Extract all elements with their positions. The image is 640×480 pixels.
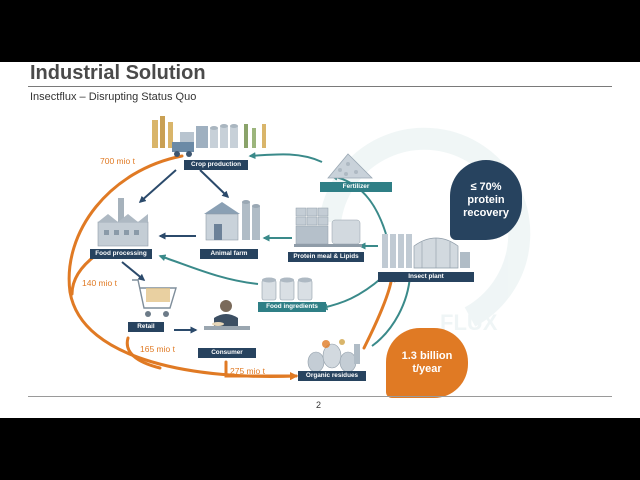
food-ingredients-illustration xyxy=(261,277,313,301)
fertilizer-illustration xyxy=(327,153,373,179)
protein-meal-illustration xyxy=(294,207,362,247)
animal-farm-illustration xyxy=(204,200,260,241)
insect-plant-illustration xyxy=(382,234,470,269)
billion-tonnes-callout: 1.3 billion t/year xyxy=(386,328,468,398)
loss-flow-165 xyxy=(125,336,162,370)
arrow-fertilizer-to-crop xyxy=(248,152,323,163)
label-organic-residues: Organic residues xyxy=(298,371,366,381)
tonnage-275: 275 mio t xyxy=(230,366,265,376)
slide-subtitle: Insectflux – Disrupting Status Quo xyxy=(30,91,197,103)
cycle-diagram: FLUX xyxy=(67,116,531,381)
food-processing-illustration xyxy=(97,198,149,247)
label-fertilizer: Fertilizer xyxy=(320,182,392,192)
slide-title: Industrial Solution xyxy=(30,62,206,84)
label-insect-plant: Insect plant xyxy=(378,272,474,282)
arrow-insect-to-food-ingredients xyxy=(320,273,387,311)
crop-production-illustration xyxy=(152,116,266,157)
consumer-illustration xyxy=(204,300,250,330)
footer-divider xyxy=(28,396,612,397)
loss-flow-700 xyxy=(67,154,298,381)
protein-recovery-callout: ≤ 70% protein recovery xyxy=(450,160,522,240)
billion-tonnes-text: 1.3 billion t/year xyxy=(401,350,453,375)
label-retail: Retail xyxy=(128,322,164,332)
title-divider xyxy=(28,86,612,87)
label-protein-meal: Protein meal & Lipids xyxy=(288,252,364,262)
organic-residues-illustration xyxy=(307,339,360,373)
arrow-food-ingredients-to-food xyxy=(158,254,259,285)
label-consumer: Consumer xyxy=(198,348,256,358)
loss-flow-275 xyxy=(224,360,298,380)
label-food-processing: Food processing xyxy=(90,249,152,259)
label-food-ingredients: Food ingredients xyxy=(258,302,326,312)
loss-flow-140 xyxy=(70,253,98,296)
arrow-crop-to-food xyxy=(138,169,177,203)
label-crop-production: Crop production xyxy=(184,160,248,170)
arrow-crop-to-farm xyxy=(199,169,230,199)
organic-to-insect-flow xyxy=(362,274,396,350)
protein-recovery-text: ≤ 70% protein recovery xyxy=(463,180,509,219)
retail-illustration xyxy=(132,279,177,317)
product-flows xyxy=(121,169,230,334)
tonnage-165: 165 mio t xyxy=(140,344,175,354)
arrow-insect-to-organic xyxy=(371,275,411,347)
page-number: 2 xyxy=(316,400,322,410)
tonnage-700: 700 mio t xyxy=(100,156,135,166)
tonnage-140: 140 mio t xyxy=(82,278,117,288)
arrow-food-to-retail xyxy=(121,261,146,281)
label-animal-farm: Animal farm xyxy=(200,249,258,259)
slide: Industrial Solution Insectflux – Disrupt… xyxy=(0,62,640,418)
